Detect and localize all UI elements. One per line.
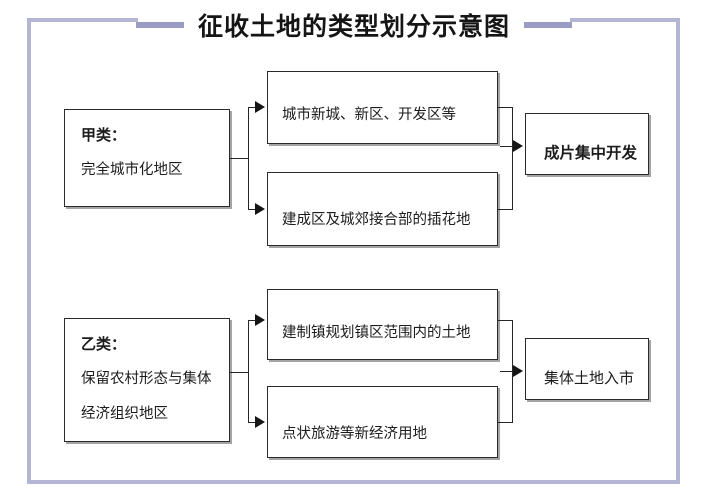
arrow-yi-branch1	[255, 314, 265, 326]
connector-jia-branch1-out	[498, 107, 513, 108]
branch-yi-1-label: 建制镇规划镇区范围内的土地	[282, 325, 471, 341]
connector-jia-to-branch2	[248, 209, 261, 210]
connector-yi-to-branch1	[248, 320, 261, 321]
connector-jia-to-branch1	[248, 107, 261, 108]
title-rule-right	[524, 22, 572, 28]
connector-yi-to-branch2	[248, 422, 261, 423]
result-box-jia[interactable]: 成片集中开发	[525, 113, 649, 175]
branch-box-jia-1[interactable]: 城市新城、新区、开发区等	[267, 71, 498, 144]
connector-yi-branch2-out	[498, 422, 513, 423]
connector-jia-out	[230, 158, 249, 159]
connector-jia-merge	[512, 107, 513, 209]
title-rule-left	[135, 22, 184, 28]
arrow-yi-branch2	[255, 416, 265, 428]
category-box-jia[interactable]: 甲类： 完全城市化地区	[64, 109, 230, 207]
arrow-jia-branch1	[255, 101, 265, 113]
result-box-yi[interactable]: 集体土地入市	[525, 338, 649, 400]
branch-box-yi-1[interactable]: 建制镇规划镇区范围内的土地	[267, 289, 498, 360]
connector-yi-branch1-out	[498, 320, 513, 321]
category-jia-head: 甲类：	[81, 126, 127, 144]
branch-yi-2-label: 点状旅游等新经济用地	[282, 426, 427, 442]
connector-yi-split	[248, 320, 249, 422]
arrow-jia-result	[513, 140, 523, 152]
category-yi-head: 乙类：	[81, 335, 127, 353]
category-yi-body-2: 经济组织地区	[81, 405, 168, 422]
title-frame-mask	[138, 8, 570, 34]
connector-jia-branch2-out	[498, 209, 513, 210]
branch-jia-1-label: 城市新城、新区、开发区等	[282, 107, 456, 123]
connector-jia-to-result	[500, 146, 513, 147]
connector-yi-out	[230, 372, 249, 373]
connector-jia-split	[248, 107, 249, 209]
connector-yi-to-result	[500, 371, 513, 372]
result-yi-label: 集体土地入市	[544, 369, 635, 387]
diagram-title-band: 征收土地的类型划分示意图	[0, 6, 708, 44]
result-jia-label: 成片集中开发	[544, 144, 638, 162]
arrow-jia-branch2	[255, 203, 265, 215]
branch-box-jia-2[interactable]: 建成区及城郊接合部的插花地	[267, 172, 498, 246]
branch-box-yi-2[interactable]: 点状旅游等新经济用地	[267, 386, 498, 458]
category-box-yi[interactable]: 乙类： 保留农村形态与集体 经济组织地区	[64, 318, 230, 442]
diagram-title: 征收土地的类型划分示意图	[197, 12, 510, 41]
arrow-yi-result	[513, 365, 523, 377]
category-yi-body-1: 保留农村形态与集体	[81, 371, 212, 387]
branch-jia-2-label: 建成区及城郊接合部的插花地	[282, 212, 471, 228]
category-jia-body: 完全城市化地区	[81, 162, 183, 178]
